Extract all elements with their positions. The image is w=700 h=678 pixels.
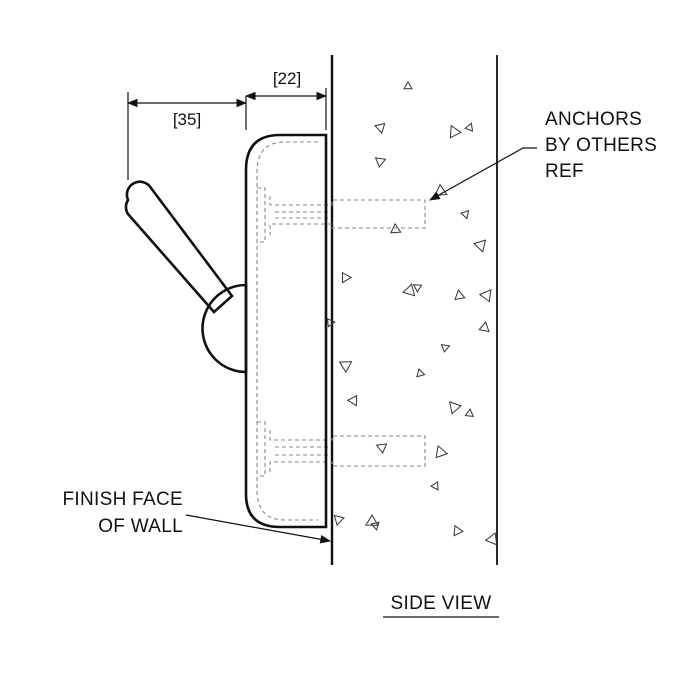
finish-face-callout: FINISH FACE OF WALL xyxy=(63,489,332,544)
aggregate-mark xyxy=(338,361,353,374)
anchors-callout: ANCHORS BY OTHERS REF xyxy=(429,109,657,201)
aggregate-mark xyxy=(478,321,490,333)
aggregate-mark xyxy=(460,209,470,220)
anchors-label-line1: ANCHORS xyxy=(545,109,642,130)
dimension-hook-projection: [35] xyxy=(126,92,248,180)
hook-arm xyxy=(124,180,234,314)
anchors-label-line2: BY OTHERS xyxy=(545,135,657,156)
aggregate-mark xyxy=(484,532,498,546)
view-title: SIDE VIEW xyxy=(383,593,499,618)
aggregate-mark xyxy=(435,444,449,459)
aggregate-mark xyxy=(440,343,451,353)
aggregate-mark xyxy=(375,443,388,454)
aggregate-mark xyxy=(390,222,402,234)
aggregate-mark xyxy=(346,394,358,407)
concrete-aggregate xyxy=(326,81,498,546)
dimension-22-text: [22] xyxy=(273,69,301,88)
aggregate-mark xyxy=(333,514,345,527)
hook-base-plate xyxy=(244,133,328,529)
aggregate-mark xyxy=(416,368,426,378)
aggregate-mark xyxy=(464,122,474,132)
aggregate-mark xyxy=(434,183,448,197)
hook-dome xyxy=(201,283,248,374)
aggregate-mark xyxy=(449,401,462,415)
anchor-upper xyxy=(269,196,426,235)
aggregate-mark xyxy=(478,288,492,303)
aggregate-mark xyxy=(430,480,439,491)
finish-label-line2: OF WALL xyxy=(98,516,183,537)
aggregate-mark xyxy=(449,124,462,139)
aggregate-mark xyxy=(374,122,386,135)
aggregate-mark xyxy=(454,289,466,301)
aggregate-mark xyxy=(341,271,353,284)
aggregate-mark xyxy=(453,524,464,537)
anchors-label-line3: REF xyxy=(545,161,584,182)
dimension-35-text: [35] xyxy=(173,110,201,129)
dimension-base-depth: [22] xyxy=(244,69,328,130)
aggregate-mark xyxy=(464,408,475,417)
finish-label-line1: FINISH FACE xyxy=(63,489,183,510)
aggregate-mark xyxy=(326,318,336,328)
aggregate-mark xyxy=(402,283,416,297)
view-title-text: SIDE VIEW xyxy=(391,593,492,614)
aggregate-mark xyxy=(403,81,413,90)
anchor-lower xyxy=(269,430,426,472)
concrete-wall xyxy=(326,55,498,565)
aggregate-mark xyxy=(370,521,380,531)
aggregate-mark xyxy=(412,284,423,293)
aggregate-mark xyxy=(473,239,487,253)
aggregate-mark xyxy=(374,157,387,168)
